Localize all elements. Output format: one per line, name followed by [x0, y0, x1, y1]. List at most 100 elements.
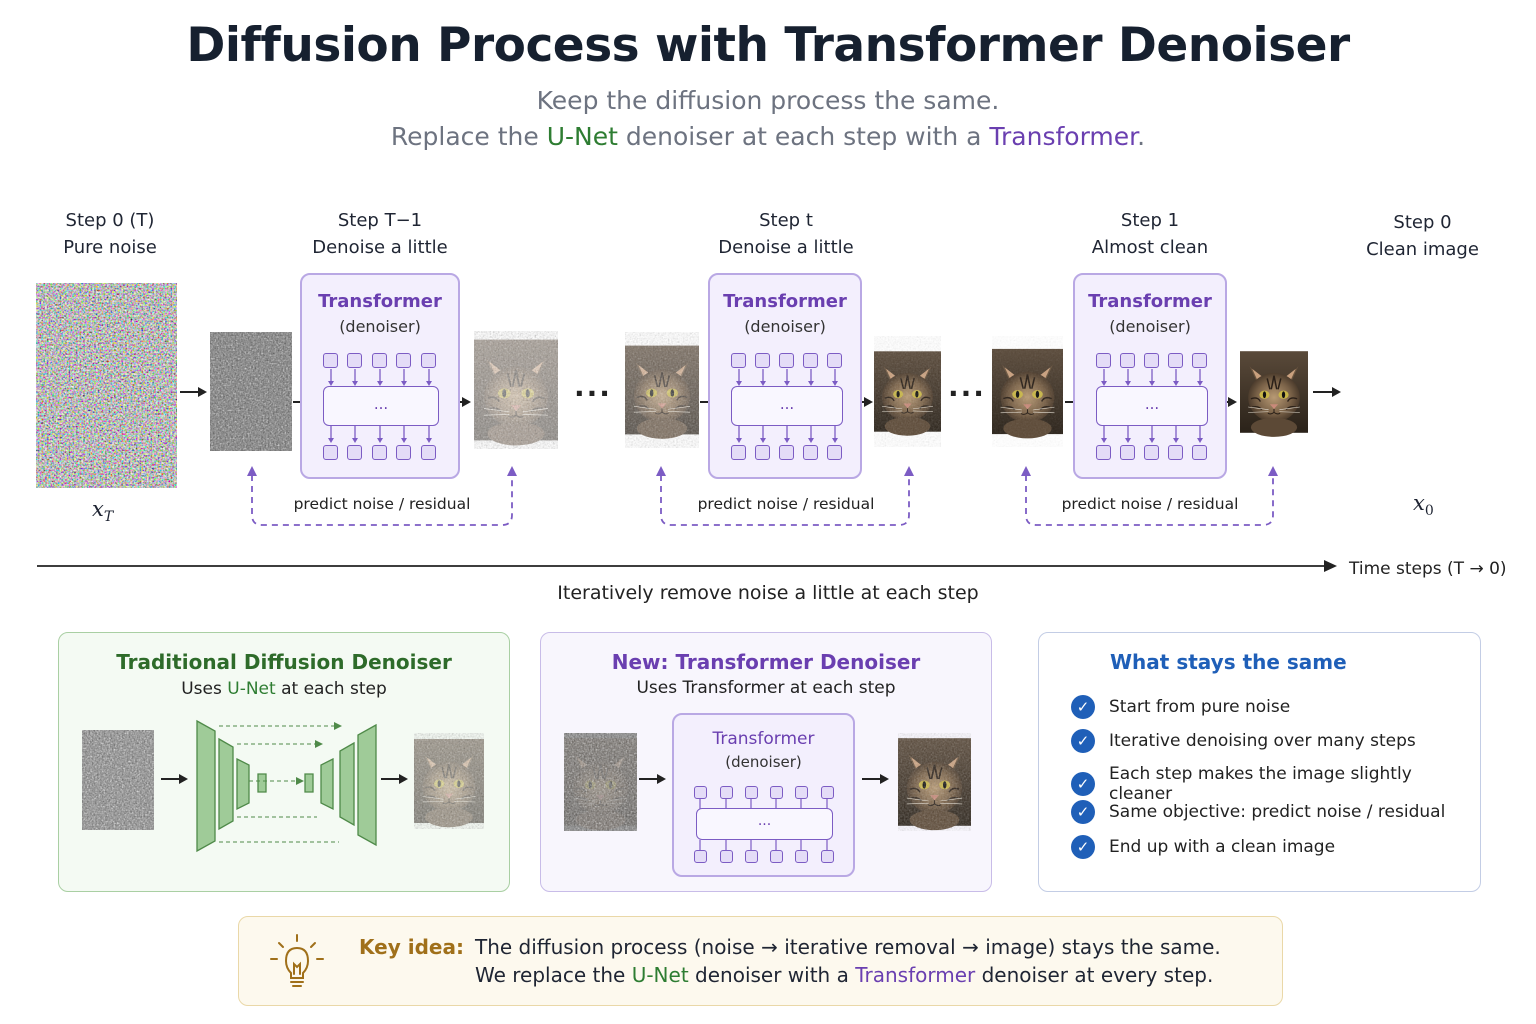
token-icon [1096, 353, 1111, 368]
arrow-head-icon [198, 387, 207, 397]
unet-skip-connections [219, 725, 339, 843]
arrow-icon [880, 774, 889, 784]
token-icon [770, 850, 783, 863]
unet-output-image [414, 733, 484, 829]
checklist-text: Iterative denoising over many steps [1109, 731, 1416, 751]
unet-diagram [82, 719, 484, 853]
noisy-image-step-1-input [992, 336, 1063, 447]
key-idea-label: Key idea: [359, 935, 464, 959]
predict-noise-loop-1 [251, 475, 513, 526]
token-icon [821, 786, 834, 799]
token-icon [421, 353, 436, 368]
arrow-icon [657, 774, 666, 784]
step-desc: Denoise a little [312, 237, 448, 258]
step-title: Step T−1 [337, 210, 423, 231]
unet-highlight: U-Net [631, 963, 689, 987]
token-icon [795, 786, 808, 799]
token-icon [396, 445, 411, 460]
key-idea-text: We replace the [475, 963, 632, 987]
page-title: Diffusion Process with Transformer Denoi… [186, 18, 1350, 73]
transformer-subtitle: (denoiser) [725, 753, 802, 771]
transformer-layers-box: ... [696, 808, 833, 840]
token-icon [396, 353, 411, 368]
arrow-up-icon [904, 466, 914, 476]
token-icon [795, 850, 808, 863]
subtitle-text: Replace the [390, 122, 547, 151]
subtitle-text: . [1137, 122, 1146, 151]
token-icon [745, 850, 758, 863]
panel-transformer-denoiser: New: Transformer Denoiser Uses Transform… [540, 632, 992, 892]
step-title: Step 0 [1393, 212, 1452, 233]
arrow-icon [179, 774, 188, 784]
transformer-layers-box: ... [323, 386, 439, 426]
timeline-caption: Iteratively remove noise a little at eac… [557, 582, 979, 604]
token-icon [827, 353, 842, 368]
token-lines-icon [699, 799, 828, 809]
predict-noise-label-1: predict noise / residual [293, 495, 471, 513]
step-desc: Almost clean [1091, 237, 1209, 258]
arrow-up-icon [1021, 466, 1031, 476]
token-icon [1120, 445, 1135, 460]
transformer-layers-box: ... [731, 386, 843, 426]
variable-x-0: x0 [1413, 491, 1434, 519]
almost-clean-image [1240, 350, 1308, 438]
token-arrows-down-icon [1101, 426, 1203, 443]
token-icon [1144, 445, 1159, 460]
subtitle-text: denoiser at each step with a [617, 122, 990, 151]
noisy-image-step-T-1-input [210, 332, 292, 451]
transformer-subtitle: (denoiser) [744, 317, 826, 336]
var-letter: x [1413, 491, 1425, 515]
arrow-head-icon [462, 397, 471, 407]
key-idea-box: Key idea: The diffusion process (noise →… [238, 916, 1283, 1006]
arrow-head-icon [1228, 397, 1237, 407]
token-icon [731, 353, 746, 368]
subtitle-line-2: Replace the U-Net denoiser at each step … [0, 122, 1536, 151]
token-icon [1192, 445, 1207, 460]
pure-noise-image [36, 283, 177, 488]
predict-noise-loop-3 [1025, 475, 1274, 526]
token-lines-icon [699, 840, 828, 850]
token-arrows-down-icon [736, 369, 838, 386]
transformer-title: Transformer [712, 729, 815, 749]
token-icon [1120, 353, 1135, 368]
token-icon [1192, 353, 1207, 368]
step-title: Step 0 (T) [65, 210, 155, 231]
key-idea-text: denoiser at every step. [975, 963, 1214, 987]
key-idea-text: denoiser with a [688, 963, 856, 987]
arrow-up-icon [247, 466, 257, 476]
check-icon: ✓ [1071, 835, 1095, 859]
check-icon: ✓ [1071, 800, 1095, 824]
token-icon [694, 786, 707, 799]
panel-sub-text: at each step [275, 679, 387, 699]
token-arrows-down-icon [736, 426, 838, 443]
step-title: Step t [759, 210, 813, 231]
transformer-block-1: Transformer (denoiser) ... [300, 273, 460, 479]
unet-encoder-icon [196, 719, 267, 853]
arrow-head-icon [864, 397, 873, 407]
subtitle-unet-highlight: U-Net [546, 122, 618, 151]
arrow-up-icon [507, 466, 517, 476]
checklist-text: Start from pure noise [1109, 697, 1291, 717]
token-arrows-down-icon [328, 369, 432, 386]
transformer-subtitle: (denoiser) [1109, 317, 1191, 336]
partially-denoised-image-1 [474, 331, 558, 449]
step-desc: Clean image [1366, 239, 1479, 260]
panel-title: Traditional Diffusion Denoiser [116, 650, 452, 674]
token-icon [1144, 353, 1159, 368]
token-icon [755, 445, 770, 460]
token-icon [821, 850, 834, 863]
unet-highlight: U-Net [227, 679, 276, 699]
panel-title: What stays the same [1110, 650, 1347, 674]
token-icon [323, 353, 338, 368]
key-idea-line-1: The diffusion process (noise → iterative… [475, 935, 1221, 959]
var-sub: 0 [1424, 503, 1434, 520]
token-icon [779, 353, 794, 368]
var-letter: x [92, 497, 104, 521]
checklist-item-4: ✓Same objective: predict noise / residua… [1071, 800, 1445, 824]
key-idea-line-2: We replace the U-Net denoiser with a Tra… [475, 963, 1213, 987]
transformer-panel-noisy-input [564, 733, 637, 831]
step-1-label: Step 1 Almost clean [1050, 207, 1250, 261]
token-icon [372, 445, 387, 460]
unet-decoder-icon [304, 723, 377, 847]
token-arrows-down-icon [1101, 369, 1203, 386]
